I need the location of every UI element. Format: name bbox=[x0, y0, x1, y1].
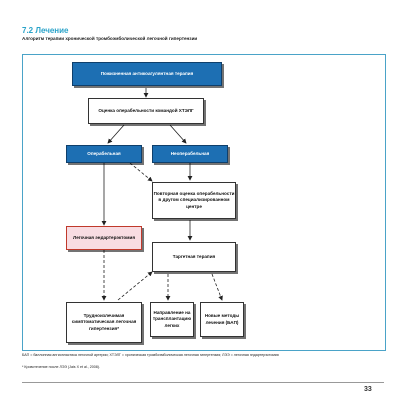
section-title: 7.2 Лечение bbox=[22, 26, 69, 35]
page-rule bbox=[22, 382, 384, 383]
page-number: 33 bbox=[364, 386, 372, 393]
connector-operable-second-opinion bbox=[129, 162, 153, 182]
footnote-source: * Кровотечение после ЛЭЭ (Jais X et al.,… bbox=[22, 365, 100, 369]
connector-targeted-new-methods bbox=[211, 273, 223, 301]
node-pea: Легочная эндартерэктомия bbox=[66, 226, 142, 250]
node-operable: Операбельная bbox=[66, 145, 142, 163]
node-second-opinion: Повторная оценка операбельности в другом… bbox=[152, 182, 236, 219]
footnote-abbreviations: БАП = баллонная ангиопластика легочной а… bbox=[22, 353, 279, 357]
connector-operability-inoperable bbox=[169, 124, 187, 144]
node-anticoag: Пожизненная антикоагулянтная терапия bbox=[72, 62, 222, 86]
node-inoperable: Неоперабельная bbox=[152, 145, 228, 163]
connector-operability-operable bbox=[107, 124, 125, 144]
node-lung-transplant: Направление на трансплантацию легких bbox=[150, 302, 194, 337]
node-new-methods: Новые методы лечения (БАП) bbox=[200, 302, 244, 337]
diagram-subtitle: Алгоритм терапии хронической тромбоэмбол… bbox=[22, 36, 198, 41]
node-operability: Оценка операбельности командой ХТЭЛГ bbox=[88, 98, 204, 124]
connector-symptomatic-targeted bbox=[117, 271, 153, 301]
node-symptomatic: Трудноизлечимая симптоматическая легочна… bbox=[66, 302, 142, 343]
node-targeted: Таргетная терапия bbox=[152, 242, 236, 272]
